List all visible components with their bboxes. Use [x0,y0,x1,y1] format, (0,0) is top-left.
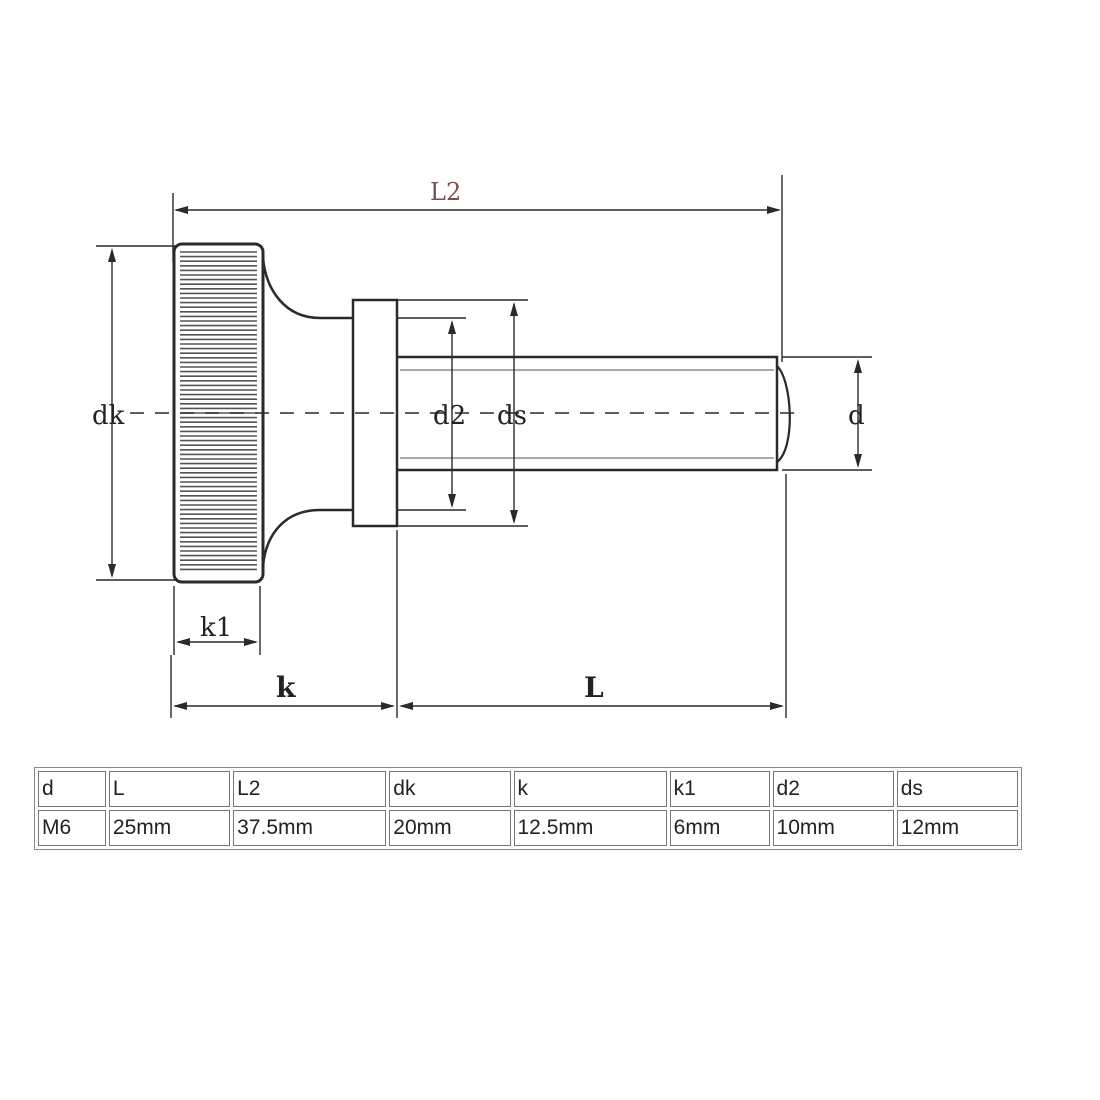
table-header-cell: k [513,771,667,807]
table-value-cell: M6 [38,810,106,846]
table-header-cell: dk [389,771,511,807]
table-header-cell: d [38,771,106,807]
neck-top [261,257,353,320]
table-header-cell: d2 [772,771,894,807]
table-value-cell: 6mm [669,810,770,846]
table-value-cell: 25mm [108,810,231,846]
label-k: k [276,671,296,704]
table-value-cell: 37.5mm [233,810,387,846]
label-L: L [584,671,604,704]
table-value-cell: 12mm [896,810,1018,846]
label-d: d [848,401,865,431]
table-header-cell: L2 [233,771,387,807]
label-L2: L2 [430,178,461,206]
table-value-cell: 20mm [389,810,511,846]
shaft-tip [776,365,791,463]
label-dk: dk [92,401,125,431]
label-d2: d2 [433,401,466,431]
table-value-cell: 10mm [772,810,894,846]
table-header-row: d L L2 dk k k1 d2 ds [38,771,1018,807]
table-header-cell: k1 [669,771,770,807]
label-ds: ds [497,401,527,431]
label-k1: k1 [200,613,232,643]
table-header-cell: ds [896,771,1018,807]
collar [351,298,399,528]
table-value-cell: 12.5mm [513,810,667,846]
neck-bottom [261,508,353,567]
spec-table: d L L2 dk k k1 d2 ds M6 25mm 37.5mm 20mm… [34,767,1022,850]
table-value-row: M6 25mm 37.5mm 20mm 12.5mm 6mm 10mm 12mm [38,810,1018,846]
table-header-cell: L [108,771,231,807]
knurl-lines [180,251,257,571]
shaft [397,355,779,472]
